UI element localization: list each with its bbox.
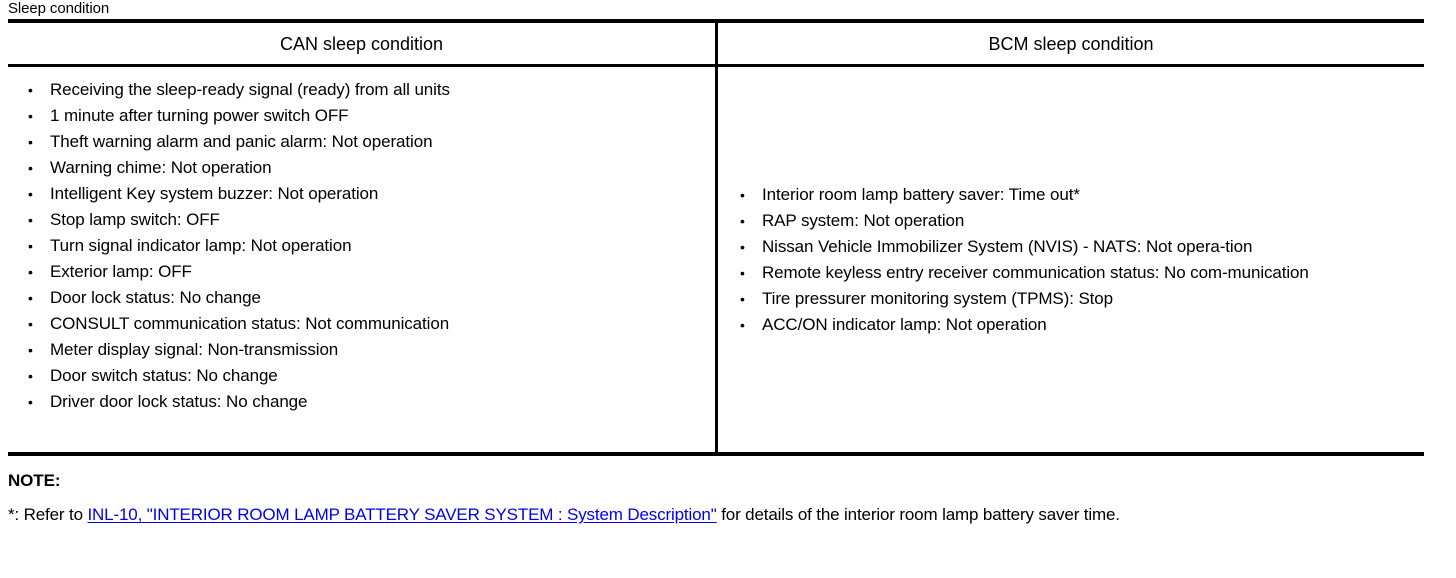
can-sleep-condition-list: Receiving the sleep-ready signal (ready)… [8,77,708,415]
table-header-rule [8,64,1424,67]
table-header-row: CAN sleep condition BCM sleep condition [8,23,1424,64]
header-column-divider [715,23,718,64]
bcm-condition-item: RAP system: Not operation [722,208,1424,234]
note-section: NOTE: *: Refer to INL-10, "INTERIOR ROOM… [8,470,1448,528]
note-body: *: Refer to INL-10, "INTERIOR ROOM LAMP … [8,501,1438,528]
bcm-condition-item: Tire pressurer monitoring system (TPMS):… [722,286,1424,312]
bcm-sleep-condition-list: Interior room lamp battery saver: Time o… [722,182,1424,338]
can-condition-item: Driver door lock status: No change [8,389,708,415]
column-header-can-sleep-condition: CAN sleep condition [279,33,444,54]
note-reference-link[interactable]: INL-10, "INTERIOR ROOM LAMP BATTERY SAVE… [87,505,717,524]
can-condition-item: 1 minute after turning power switch OFF [8,103,708,129]
note-prefix: *: Refer to [8,505,88,524]
table-body-row: Receiving the sleep-ready signal (ready)… [8,67,1424,452]
can-condition-item: Meter display signal: Non-transmission [8,337,708,363]
can-condition-item: Receiving the sleep-ready signal (ready)… [8,77,708,103]
bcm-condition-item: Interior room lamp battery saver: Time o… [722,182,1424,208]
can-condition-item: Exterior lamp: OFF [8,259,708,285]
bcm-condition-item: Nissan Vehicle Immobilizer System (NVIS)… [722,234,1424,260]
table-bottom-rule [8,452,1424,456]
can-sleep-condition-cell: Receiving the sleep-ready signal (ready)… [8,67,708,415]
column-header-bcm-sleep-condition: BCM sleep condition [988,33,1154,54]
can-condition-item: Stop lamp switch: OFF [8,207,708,233]
bcm-list-wrapper: Interior room lamp battery saver: Time o… [722,77,1424,442]
table-top-rule [8,19,1424,23]
sleep-condition-table: CAN sleep condition BCM sleep condition … [8,19,1424,456]
can-condition-item: CONSULT communication status: Not commun… [8,311,708,337]
can-condition-item: Turn signal indicator lamp: Not operatio… [8,233,708,259]
bcm-condition-item: Remote keyless entry receiver communicat… [722,260,1424,286]
body-column-divider [715,67,718,452]
can-condition-item: Theft warning alarm and panic alarm: Not… [8,129,708,155]
can-condition-item: Warning chime: Not operation [8,155,708,181]
note-title: NOTE: [8,471,61,490]
can-condition-item: Door switch status: No change [8,363,708,389]
bcm-condition-item: ACC/ON indicator lamp: Not operation [722,312,1424,338]
bcm-sleep-condition-cell: Interior room lamp battery saver: Time o… [722,67,1424,442]
can-condition-item: Door lock status: No change [8,285,708,311]
can-condition-item: Intelligent Key system buzzer: Not opera… [8,181,708,207]
note-suffix: for details of the interior room lamp ba… [716,505,1120,524]
table-caption: Sleep condition [8,0,110,17]
